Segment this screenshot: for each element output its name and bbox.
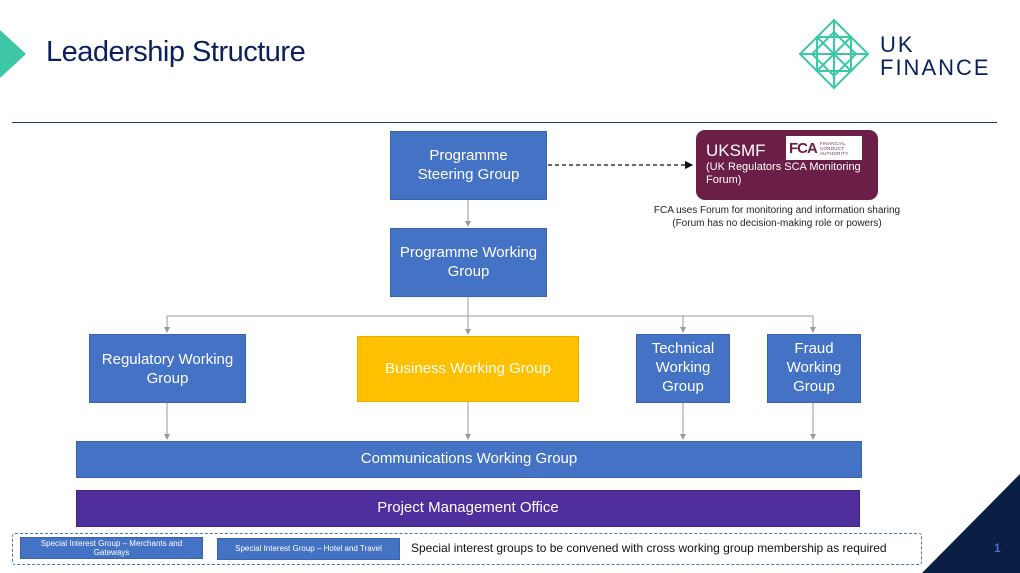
special-interest-note: Special interest groups to be convened w… [411,541,887,555]
project-management-office-label: Project Management Office [377,499,559,517]
special-interest-group-merchants: Special Interest Group – Merchants and G… [20,537,203,559]
regulatory-working-group-box: Regulatory Working Group [89,334,246,403]
business-working-group-box: Business Working Group [357,336,579,402]
fca-logo-letters: FCA [789,139,818,157]
uksmf-title: UKSMF [706,141,766,160]
special-interest-groups-container [12,533,922,565]
logo-line-1: UK [880,32,915,57]
uksmf-forum-box: UKSMF (UK Regulators SCA Monitoring Foru… [696,130,878,200]
page-number: 1 [994,541,1001,555]
communications-working-group-box: Communications Working Group [76,441,862,478]
fraud-working-group-box: Fraud Working Group [767,334,861,403]
special-interest-group-merchants-label: Special Interest Group – Merchants and G… [40,539,183,557]
technical-working-group-box: Technical Working Group [636,334,730,403]
programme-steering-group-label: Programme Steering Group [417,146,520,183]
programme-working-group-box: Programme Working Group [390,228,547,297]
uk-finance-logo-text: UK FINANCE [880,33,991,79]
fca-logo-small-text: FINANCIAL CONDUCT AUTHORITY [819,140,849,156]
header-divider [12,122,997,123]
programme-steering-group-box: Programme Steering Group [390,131,547,200]
fca-note: FCA uses Forum for monitoring and inform… [626,204,928,230]
communications-working-group-label: Communications Working Group [360,450,578,468]
fca-note-line-1: FCA uses Forum for monitoring and inform… [653,205,901,216]
uk-finance-logo-mark [798,18,870,90]
fraud-working-group-label: Fraud Working Group [786,340,842,395]
business-working-group-label: Business Working Group [385,359,551,377]
programme-working-group-label: Programme Working Group [399,243,538,280]
special-interest-group-hotel-label: Special Interest Group – Hotel and Trave… [235,544,382,553]
project-management-office-box: Project Management Office [76,490,860,527]
corner-decoration [922,474,1020,573]
page-title: Leadership Structure [46,36,306,68]
special-interest-group-hotel: Special Interest Group – Hotel and Trave… [217,538,400,560]
uksmf-subtitle: (UK Regulators SCA Monitoring Forum) [706,161,861,186]
fca-logo: FCA FINANCIAL CONDUCT AUTHORITY [786,136,862,160]
technical-working-group-label: Technical Working Group [651,340,715,395]
logo-line-2: FINANCE [880,55,991,80]
regulatory-working-group-label: Regulatory Working Group [101,351,234,387]
title-arrow-decoration [0,30,26,78]
fca-note-line-2: (Forum has no decision-making role or po… [672,218,882,229]
